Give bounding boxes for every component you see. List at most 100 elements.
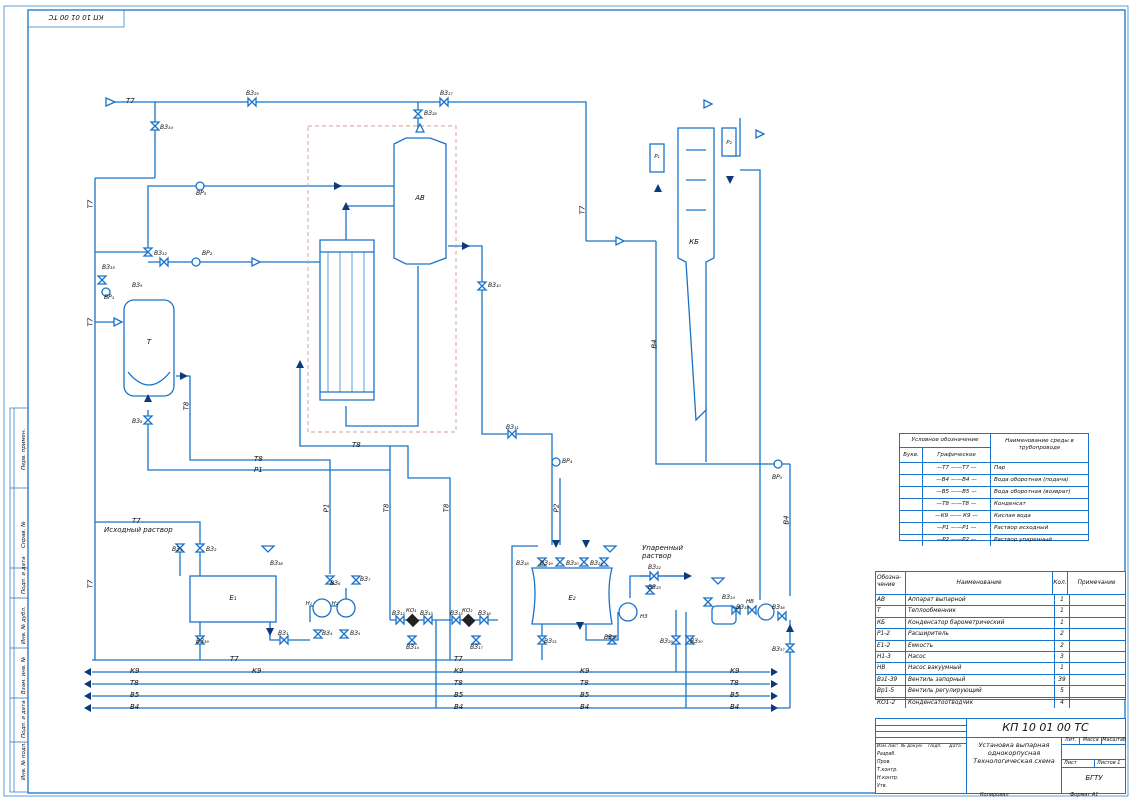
pump-manifold [309,605,346,622]
pump-h1: Н₁ [306,598,332,618]
side-label-7: Перв. примен. [21,428,27,470]
spec-name: Конденсатоотводчик [906,697,1055,708]
legend-graphic: —Т8 ——Т8 — [923,499,991,510]
label-vz17: ВЗ₁₇ [470,644,483,651]
side-label-3: Взам. инв. № [21,656,27,694]
spec-qty: 4 [1055,697,1070,708]
label-b4-right: В4 [782,515,791,525]
spec-name: Насос вакуумный [906,663,1055,674]
vacuum-line [740,169,761,600]
label-vz33: ВЗ₃₃ [102,264,115,271]
label-vz5: ВЗ₅ [350,630,361,637]
legend-symbol-header: Условное обозначение [900,434,990,448]
legend-medium: Раствор исходный [994,525,1049,531]
spec-code: Р1-2 [876,629,906,640]
legend-medium: Кислая вода [994,513,1031,519]
spec-qty: 1 [1055,606,1070,617]
expander-p2: Р₂ [721,127,737,157]
label-vz8: ВЗ₈ [132,418,143,425]
side-label-1: Инв. № подл. [21,742,27,780]
spec-qty-header: Кол. [1053,572,1068,594]
svg-text:Е₁: Е₁ [229,594,236,602]
legend-medium: Вода оборотная (возврат) [994,489,1071,495]
stamp-row-label: Дата [949,744,961,749]
av-dashed-frame [307,125,457,433]
label-vz35: ВЗ₃₅ [736,604,749,611]
svg-text:Т: Т [147,338,152,346]
label-vz24: ВЗ₂₄ [722,594,735,601]
label-vr1: ВР₁ [104,294,115,301]
label-t7-left2: Т7 [86,317,95,327]
label-p1-2: Р1 [322,503,331,513]
label-b4-3: В4 [580,703,590,711]
spec-qty: 1 [1055,663,1070,674]
label-vz14: ВЗ₁₄ [406,644,419,651]
sheet-border [3,5,1129,797]
legend-medium: Раствор упаренный [994,537,1052,543]
label-vz36: ВЗ₃₆ [772,604,785,611]
legend-row: —Р2 ——Р2 —Раствор упаренный [900,535,1088,546]
title-name: Установка выпарная однокорпусная Техноло… [973,741,1055,765]
label-t8-1: Т8 [254,455,263,463]
stamp-row-label: Лист [888,744,898,749]
label-vz16: ВЗ₁₆ [478,610,491,617]
label-vz20: ВЗ₂₀ [566,560,579,567]
label-k9-3: К9 [454,667,464,675]
spec-name: Аппарат выпарной [906,595,1055,606]
av-product-line [448,245,553,545]
label-b4-4: В4 [730,703,740,711]
label-t7-left3: Т7 [86,579,95,589]
svg-text:Р₁: Р₁ [654,154,660,160]
label-t7-bottom: Т7 [230,655,239,663]
drawing-frame [27,9,1126,794]
t7-inlet-arrow [105,96,117,108]
b5-right-arrow [771,692,778,700]
label-vz10: ВЗ₁₀ [488,282,501,289]
spec-code: Н1-3 [876,651,906,663]
trap-ko1: КО₁ [405,608,420,628]
org-name: БГТУ [1085,774,1103,782]
legend-graphic: —В4 ——В4 — [923,475,991,486]
spec-qty: 1 [1055,617,1070,629]
spec-qty: 2 [1055,640,1070,651]
flow-arrows [113,98,794,636]
label-vz39: ВЗ₃₉ [196,638,209,645]
legend-graphic: —Р1 ——Р1 — [923,523,991,534]
label-vz31: ВЗ₃₁ [544,638,557,645]
spec-code: Вз1-39 [876,674,906,686]
svg-text:КО₁: КО₁ [406,608,416,614]
svg-text:Р₂: Р₂ [726,140,732,146]
label-vz13: ВЗ₁₃ [420,610,433,617]
label-k9-5: К9 [730,667,740,675]
label-t8-h2: Т8 [454,679,463,687]
label-vz28: ВЗ₂₈ [604,634,617,641]
t8-arrow [84,680,91,688]
label-vz37: ВЗ₃₇ [772,646,785,653]
label-vz21: ВЗ₂₁ [590,560,603,567]
label-t7-left1: Т7 [86,199,95,209]
k9-right-arrow [771,668,778,676]
label-vz7: ВЗ₇ [360,576,371,583]
av-return [345,266,419,427]
label-vz32: ВЗ₃₂ [154,250,167,257]
label-vz22: ВЗ₂₂ [648,564,661,571]
legend-medium-header: Наименование среды в трубопроводе [1005,438,1074,451]
label-t8-5: Т8 [442,503,451,513]
label-b4-kb: В4 [650,339,659,349]
label-vz23: ВЗ₂₃ [648,584,661,591]
side-stamp: Инв. № подл. Подп. и дата Взам. инв. № И… [9,407,29,793]
label-vz15: ВЗ₁₅ [450,610,463,617]
legend-row: —Т7 ——Т7 —Пар [900,463,1088,475]
side-label-5: Подп. и дата [21,556,27,594]
spec-name: Насос [906,651,1055,663]
title-code: КП 10 01 00 ТС [966,719,1125,738]
label-t8-h4: Т8 [730,679,739,687]
label-t8-h3: Т8 [580,679,589,687]
